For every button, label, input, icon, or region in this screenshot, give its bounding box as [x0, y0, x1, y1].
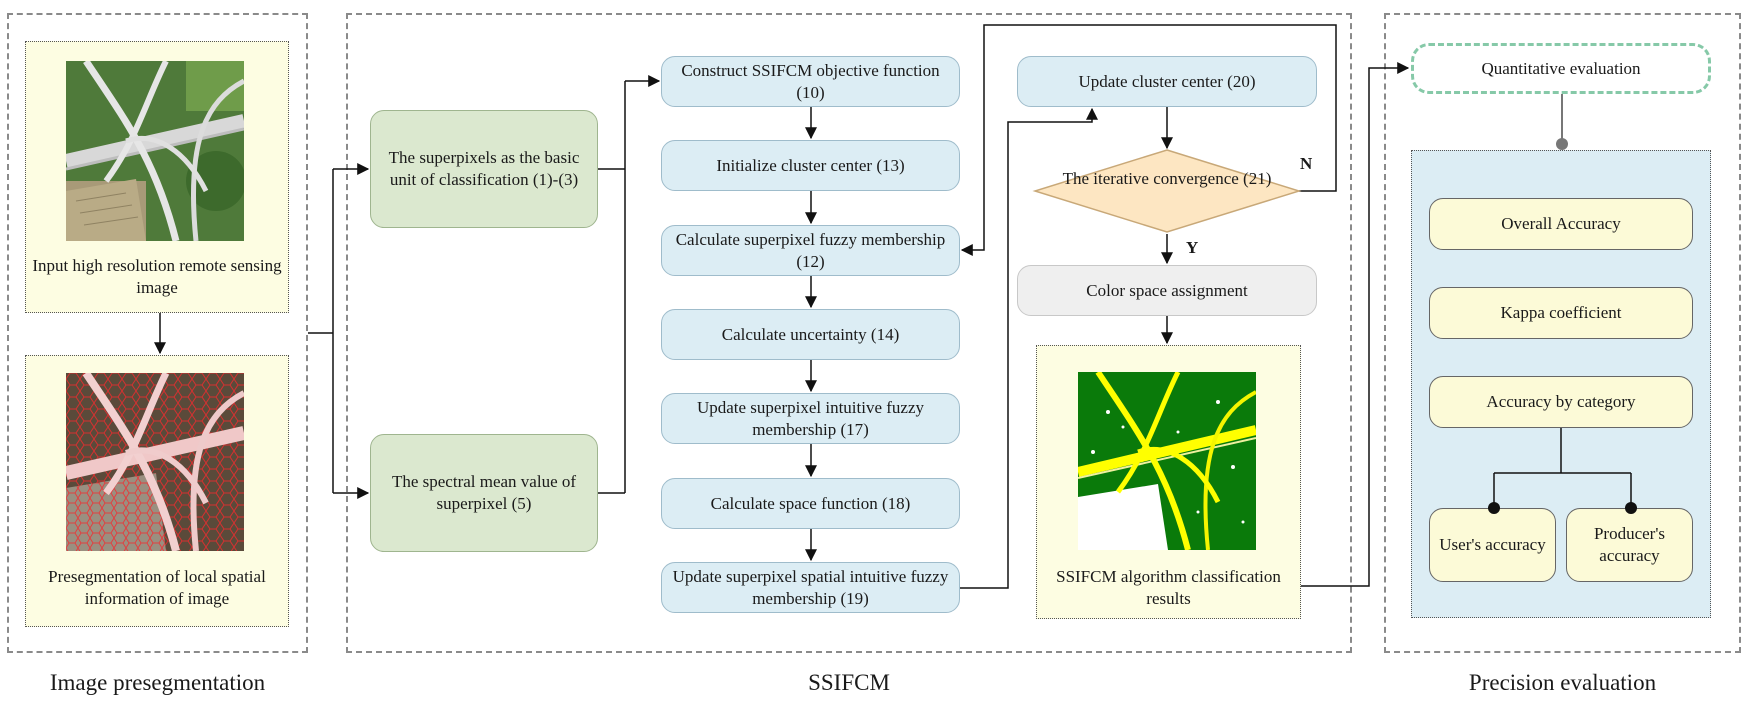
section-label-presegmentation: Image presegmentation [49, 670, 266, 695]
update-center-box: Update cluster center (20) [1017, 56, 1317, 107]
initialize-center-box: Initialize cluster center (13) [661, 140, 960, 191]
accuracy-by-category-box: Accuracy by category [1429, 376, 1693, 428]
presegmentation-caption: Presegmentation of local spatial informa… [48, 567, 266, 608]
result-caption: SSIFCM algorithm classification results [1056, 567, 1281, 608]
spectral-mean-box: The spectral mean value of superpixel (5… [370, 434, 598, 552]
construct-objective-box: Construct SSIFCM objective function (10) [661, 56, 960, 107]
section-label-ssifcm: SSIFCM [808, 670, 890, 695]
fuzzy-membership-box: Calculate superpixel fuzzy membership (1… [661, 225, 960, 276]
color-assignment-box: Color space assignment [1017, 265, 1317, 316]
superpixels-box: The superpixels as the basic unit of cla… [370, 110, 598, 228]
convergence-label-overlay: The iterative convergence (21) [1062, 169, 1272, 188]
presegmentation-image [66, 373, 244, 551]
producers-accuracy-box: Producer's accuracy [1566, 508, 1693, 582]
input-image-caption: Input high resolution remote sensing ima… [32, 256, 282, 297]
no-flag: N [1300, 154, 1313, 173]
quantitative-evaluation-box: Quantitative evaluation [1411, 43, 1711, 94]
input-remote-sensing-image [66, 61, 244, 241]
users-accuracy-box: User's accuracy [1429, 508, 1556, 582]
classification-result-image [1078, 372, 1256, 550]
uncertainty-box: Calculate uncertainty (14) [661, 309, 960, 360]
presegmentation-panel [7, 13, 308, 653]
section-label-precision: Precision evaluation [1468, 670, 1657, 695]
yes-flag: Y [1186, 238, 1199, 257]
overall-accuracy-box: Overall Accuracy [1429, 198, 1693, 250]
intuitive-membership-box: Update superpixel intuitive fuzzy member… [661, 393, 960, 444]
spatial-intuitive-membership-box: Update superpixel spatial intuitive fuzz… [661, 562, 960, 613]
space-function-box: Calculate space function (18) [661, 478, 960, 529]
kappa-coefficient-box: Kappa coefficient [1429, 287, 1693, 339]
